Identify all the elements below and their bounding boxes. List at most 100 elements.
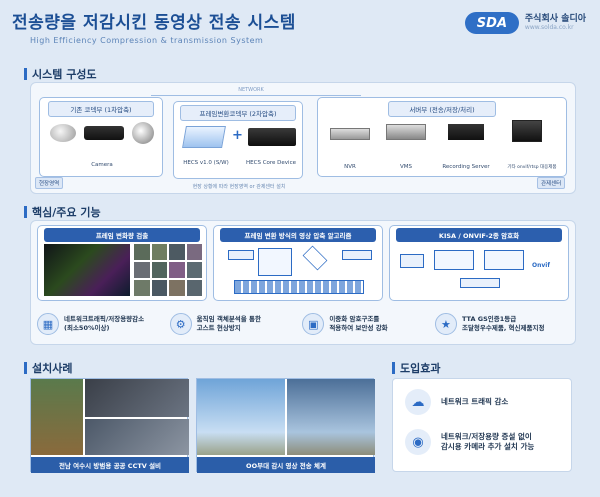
case-photo-monitor [85, 379, 189, 417]
company-logo: SDA 주식회사 솔디아 www.solda.co.kr [464, 12, 586, 34]
card-title: KISA / ONVIF-2종 암호화 [396, 228, 562, 242]
section-heading-features: 핵심/주요 기능 [24, 204, 101, 220]
benefit-line2: 적용하여 보안성 강화 [329, 324, 388, 332]
effect-item: ◉ 네트워크/저장용량 증설 없이 감시용 카메라 추가 설치 가능 [405, 429, 559, 455]
section-title: 핵심/주요 기능 [32, 206, 101, 219]
server-box: 서버부 (전송/저장/처리) NVR VMS Recording Server … [317, 97, 567, 177]
case-caption: OO부대 감시 영상 전송 체계 [197, 457, 375, 473]
benefit-text: 네트워크트래픽/저장용량감소 (최소50%이상) [64, 315, 144, 333]
benefit-item: ⚙ 움직임 객체분석을 통한 고스트 현상방지 [169, 307, 298, 341]
bullet-camera-icon [84, 126, 124, 140]
effect-item: ☁ 네트워크 트래픽 감소 [405, 389, 559, 415]
benefit-line1: 네트워크트래픽/저장용량감소 [64, 315, 145, 324]
flow-block [460, 278, 500, 288]
features-panel: 프레임 변화량 검출 프레임 변환 방식의 영상 압축 알고리즘 KISA / … [30, 220, 576, 345]
hecs-core-label: HECS Core Device [246, 160, 296, 166]
settings-icon: ⚙ [169, 313, 192, 335]
heading-bar [24, 68, 27, 80]
case-photo-camera [287, 379, 375, 455]
flow-block [484, 250, 524, 270]
frame-strip [234, 280, 364, 294]
heading-bar [24, 362, 27, 374]
server-label-vms: VMS [400, 164, 412, 170]
feature-card-frame-detect: 프레임 변화량 검출 [37, 225, 207, 301]
case-photo-cabinet [31, 379, 83, 455]
benefit-item: ★ TTA GS인증1등급 조달청우수제품, 혁신제품지정 [434, 307, 569, 341]
benefit-text: TTA GS인증1등급 조달청우수제품, 혁신제품지정 [462, 315, 544, 333]
heading-bar [392, 362, 395, 374]
section-title: 시스템 구성도 [32, 68, 97, 81]
network-label: NETWORK [238, 87, 264, 93]
card-title: 프레임 변화량 검출 [44, 228, 200, 242]
logo-company: 주식회사 솔디아 www.solda.co.kr [524, 13, 586, 31]
feature-card-encryption: KISA / ONVIF-2종 암호화 Onvif [389, 225, 569, 301]
logo-mark: SDA [464, 12, 519, 34]
camera-caption: Camera [91, 162, 113, 168]
section-heading-cases: 설치사례 [24, 360, 72, 376]
thumbnail-grid [134, 244, 202, 296]
detection-image [44, 244, 130, 296]
benefit-line1: 움직임 객체분석을 통한 [196, 315, 261, 324]
dome-camera-icon [50, 124, 76, 142]
core-device-icon [248, 128, 296, 146]
case-photo-screens [85, 419, 189, 455]
flow-block [258, 248, 292, 276]
nvr-icon [330, 128, 370, 140]
box-title: 기존 코덱부 (1차압축) [48, 101, 154, 117]
server-label-nvr: NVR [344, 164, 356, 170]
benefit-row: ▦ 네트워크트래픽/저장용량감소 (최소50%이상) ⚙ 움직임 객체분석을 통… [37, 307, 569, 341]
field-area-tag: 현장영역 [35, 177, 64, 189]
section-heading-effects: 도입효과 [392, 360, 440, 376]
company-name: 주식회사 솔디아 [524, 13, 586, 24]
case-photo-pole [197, 379, 285, 455]
install-note: 현장 상황에 따라 현장영역 or 관제센터 설치 [192, 184, 286, 190]
box-title: 프레임변환코덱부 (2차압축) [180, 105, 296, 121]
effect-text: 네트워크 트래픽 감소 [441, 397, 508, 408]
box-title: 서버부 (전송/저장/처리) [388, 101, 496, 117]
effect-line2: 감시용 카메라 추가 설치 가능 [441, 442, 535, 451]
onvif-device-icon [512, 120, 542, 142]
benefit-line1: 이중화 암호구조를 [329, 315, 380, 324]
vms-icon [386, 124, 426, 140]
existing-codec-box: 기존 코덱부 (1차압축) Camera [39, 97, 163, 177]
certificate-icon: ★ [434, 313, 457, 335]
page-title: 전송량을 저감시킨 동영상 전송 시스템 [12, 13, 296, 33]
page-subtitle: High Efficiency Compression & transmissi… [30, 36, 264, 45]
case-caption: 전남 여수시 방범용 공공 CCTV 설비 [31, 457, 189, 473]
case-card-military: OO부대 감시 영상 전송 체계 [196, 378, 375, 473]
network-line [151, 95, 361, 96]
flow-block [434, 250, 474, 270]
section-title: 설치사례 [32, 362, 73, 375]
effect-line1: 네트워크 트래픽 감소 [441, 396, 509, 406]
case-card-yeosu: 전남 여수시 방범용 공공 CCTV 설비 [30, 378, 189, 473]
recording-server-icon [448, 124, 484, 140]
software-box-icon [182, 126, 226, 148]
plus-icon: + [232, 128, 243, 143]
section-heading-config: 시스템 구성도 [24, 66, 97, 82]
effects-panel: ☁ 네트워크 트래픽 감소 ◉ 네트워크/저장용량 증설 없이 감시용 카메라 … [392, 378, 572, 472]
benefit-line2: 고스트 현상방지 [196, 324, 241, 332]
server-icon: ▦ [37, 313, 59, 335]
flow-block [342, 250, 372, 260]
benefit-line1: TTA GS인증1등급 [461, 315, 517, 324]
benefit-line2: 조달청우수제품, 혁신제품지정 [461, 324, 545, 332]
server-label-recording: Recording Server [442, 164, 490, 170]
benefit-text: 이중화 암호구조를 적용하여 보안성 강화 [329, 315, 387, 333]
frame-codec-box: 프레임변환코덱부 (2차압축) + HECS v1.0 (S/W) HECS C… [173, 101, 303, 179]
section-title: 도입효과 [400, 362, 441, 375]
benefit-text: 움직임 객체분석을 통한 고스트 현상방지 [197, 315, 261, 333]
cctv-icon: ◉ [405, 429, 431, 455]
flow-block [400, 254, 424, 268]
effect-line1: 네트워크/저장용량 증설 없이 [441, 431, 532, 441]
effect-text: 네트워크/저장용량 증설 없이 감시용 카메라 추가 설치 가능 [441, 432, 534, 453]
heading-bar [24, 206, 27, 218]
benefit-item: ▦ 네트워크트래픽/저장용량감소 (최소50%이상) [37, 307, 165, 341]
feature-card-compression: 프레임 변환 방식의 영상 압축 알고리즘 [213, 225, 383, 301]
ptz-camera-icon [132, 122, 154, 144]
hecs-sw-label: HECS v1.0 (S/W) [183, 160, 229, 166]
flow-block [228, 250, 254, 260]
onvif-label: Onvif [532, 262, 550, 269]
benefit-item: ▣ 이중화 암호구조를 적용하여 보안성 강화 [302, 307, 430, 341]
cloud-icon: ☁ [405, 389, 431, 415]
config-panel: NETWORK 기존 코덱부 (1차압축) Camera 현장영역 프레임변환코… [30, 82, 576, 194]
